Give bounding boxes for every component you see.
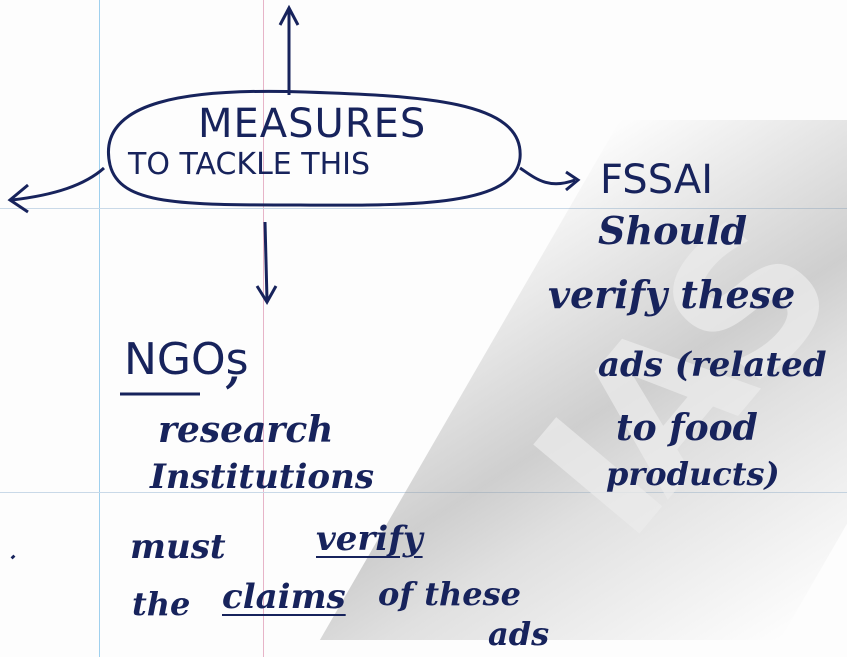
center-ellipse	[106, 89, 522, 207]
right-line-4: ads (related	[598, 345, 827, 385]
center-title-line1: MEASURES	[198, 101, 427, 147]
must-word: must	[130, 527, 226, 567]
of-these-words: of these	[378, 575, 522, 613]
ngos-comma: ,	[226, 346, 240, 393]
margin-line-pink	[263, 0, 264, 657]
the-word: the	[132, 585, 191, 623]
arrow-left-icon	[7, 166, 105, 214]
center-title-line2: TO TACKLE THIS	[128, 147, 371, 182]
ads-word: ads	[488, 615, 550, 653]
right-line-6: products)	[606, 455, 780, 493]
ngos-label: NGOs	[124, 334, 249, 385]
dot	[10, 554, 16, 560]
verify-word: verify	[316, 519, 423, 559]
ruled-line	[0, 208, 847, 209]
claims-word: claims	[222, 577, 346, 617]
right-line-3: verify these	[548, 272, 796, 317]
arrow-up-icon	[278, 4, 300, 95]
ruled-line	[0, 492, 847, 493]
arrow-down-icon	[255, 221, 278, 305]
bottom-line-2: research	[158, 409, 334, 451]
bottom-line-3: Institutions	[150, 457, 374, 497]
right-line-5: to food	[616, 407, 758, 449]
right-line-1: FSSAI	[600, 157, 713, 203]
right-line-2: Should	[598, 208, 748, 253]
margin-line-blue	[99, 0, 100, 657]
arrow-right-icon	[519, 166, 581, 192]
